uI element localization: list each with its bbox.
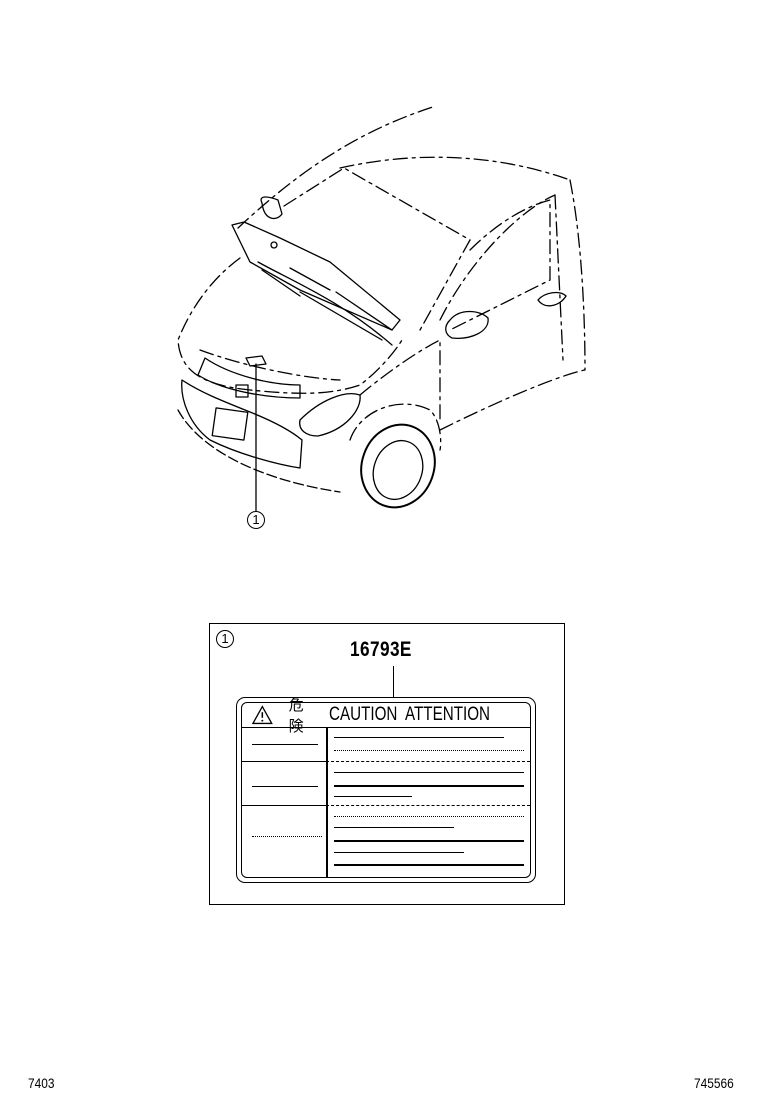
- headlight: [299, 393, 361, 437]
- column-divider: [326, 728, 328, 877]
- right-text-line: [334, 796, 412, 797]
- part-number: 16793E: [350, 638, 412, 661]
- car-illustration: [177, 105, 586, 512]
- hood-front: [199, 349, 341, 381]
- front-wheel-inner: [372, 439, 424, 501]
- left-mirror: [260, 196, 283, 220]
- right-text-line: [334, 816, 524, 817]
- right-text-line: [334, 852, 464, 853]
- license-plate: [211, 407, 249, 441]
- header-english-text: CAUTION ATTENTION: [328, 704, 490, 725]
- caution-label-inner: 危険 CAUTION ATTENTION: [241, 696, 531, 878]
- left-text-line: [252, 786, 318, 787]
- a-pillar: [419, 239, 471, 331]
- detail-callout-marker: 1: [216, 630, 234, 648]
- left-text-line: [252, 744, 318, 745]
- right-text-line: [334, 840, 524, 842]
- hood-raised: [231, 221, 401, 331]
- roof-rear-line: [339, 156, 571, 181]
- wheel-arch: [349, 403, 442, 451]
- window-line: [449, 199, 551, 331]
- door-bottom: [439, 369, 586, 431]
- right-text-line: [334, 827, 454, 828]
- callout-marker: 1: [247, 511, 265, 529]
- side-door-top: [439, 194, 556, 321]
- left-row-rule: [242, 761, 326, 762]
- label-detail-box: 1 16793E 危険 CAUTION ATTENTION: [209, 623, 565, 905]
- bumper-lower: [177, 409, 341, 493]
- right-row-rule: [326, 761, 530, 762]
- hood-label: [245, 355, 267, 367]
- warning-triangle-icon: [252, 705, 273, 725]
- caution-label-header: 危険 CAUTION ATTENTION: [242, 696, 530, 735]
- header-japanese-text: 危険: [288, 696, 305, 735]
- emblem: [235, 384, 249, 398]
- figure-code-right: 745566: [694, 1075, 734, 1091]
- wiper-right: [289, 267, 393, 331]
- b-pillar: [554, 194, 564, 361]
- right-text-line: [334, 785, 524, 787]
- part-leader-line: [393, 666, 395, 698]
- caution-label: 危険 CAUTION ATTENTION: [236, 696, 536, 883]
- front-bumper: [181, 379, 303, 469]
- caution-label-body: [242, 728, 530, 877]
- hood-outline: [177, 257, 403, 394]
- right-text-line: [334, 750, 524, 751]
- hood-stay: [257, 261, 393, 346]
- front-fender: [359, 339, 441, 421]
- grille: [197, 357, 301, 399]
- door-handle: [537, 291, 567, 307]
- right-mirror: [445, 310, 489, 339]
- front-wheel-outer: [360, 423, 436, 509]
- right-row-rule: [326, 805, 530, 806]
- roof-line: [237, 105, 437, 229]
- windshield-top: [283, 167, 471, 241]
- wiper-left: [261, 269, 383, 341]
- right-text-line: [334, 772, 524, 773]
- left-row-rule: [242, 805, 326, 806]
- rear-pillar: [569, 179, 586, 371]
- right-text-line: [334, 864, 524, 866]
- left-text-line: [252, 836, 322, 837]
- figure-code-left: 7403: [28, 1075, 55, 1091]
- right-text-line: [334, 737, 504, 738]
